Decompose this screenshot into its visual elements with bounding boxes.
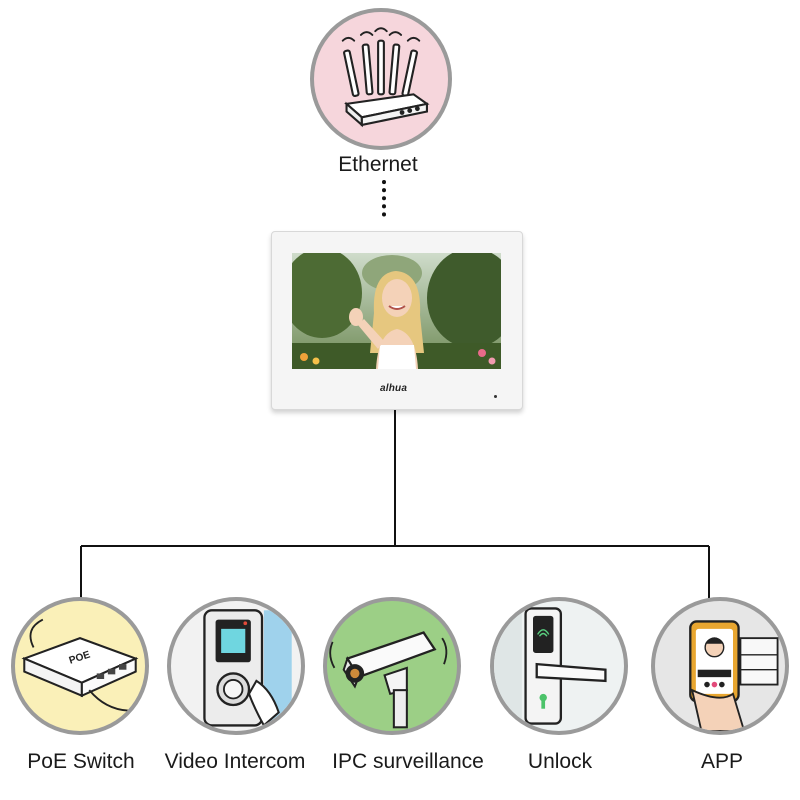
ipc-surveillance-node	[323, 597, 461, 735]
cctv-camera-icon	[329, 631, 448, 729]
device-label-video-intercom: Video Intercom	[164, 750, 306, 773]
app-node	[651, 597, 789, 735]
monitor-screen	[292, 253, 501, 369]
poe-switch-icon: POE	[21, 618, 139, 712]
brand-logo: alhua	[380, 383, 408, 394]
device-label-ipc-surveillance: IPC surveillance	[332, 750, 484, 773]
poe-switch-node: POE	[11, 597, 149, 735]
ethernet-label: Ethernet	[338, 153, 418, 176]
unlock-node	[490, 597, 628, 735]
device-label-unlock: Unlock	[527, 750, 593, 773]
intercom-icon	[203, 609, 292, 728]
status-led	[494, 395, 497, 398]
smart-lock-icon	[494, 601, 607, 731]
person-waving-image	[292, 253, 501, 369]
ethernet-node	[310, 8, 452, 150]
video-intercom-node	[167, 597, 305, 735]
device-label-app: APP	[700, 750, 744, 773]
device-label-poe-switch: PoE Switch	[27, 750, 135, 773]
indoor-monitor: alhua	[271, 231, 523, 410]
router-icon	[341, 27, 430, 128]
smartphone-app-icon	[689, 620, 779, 731]
